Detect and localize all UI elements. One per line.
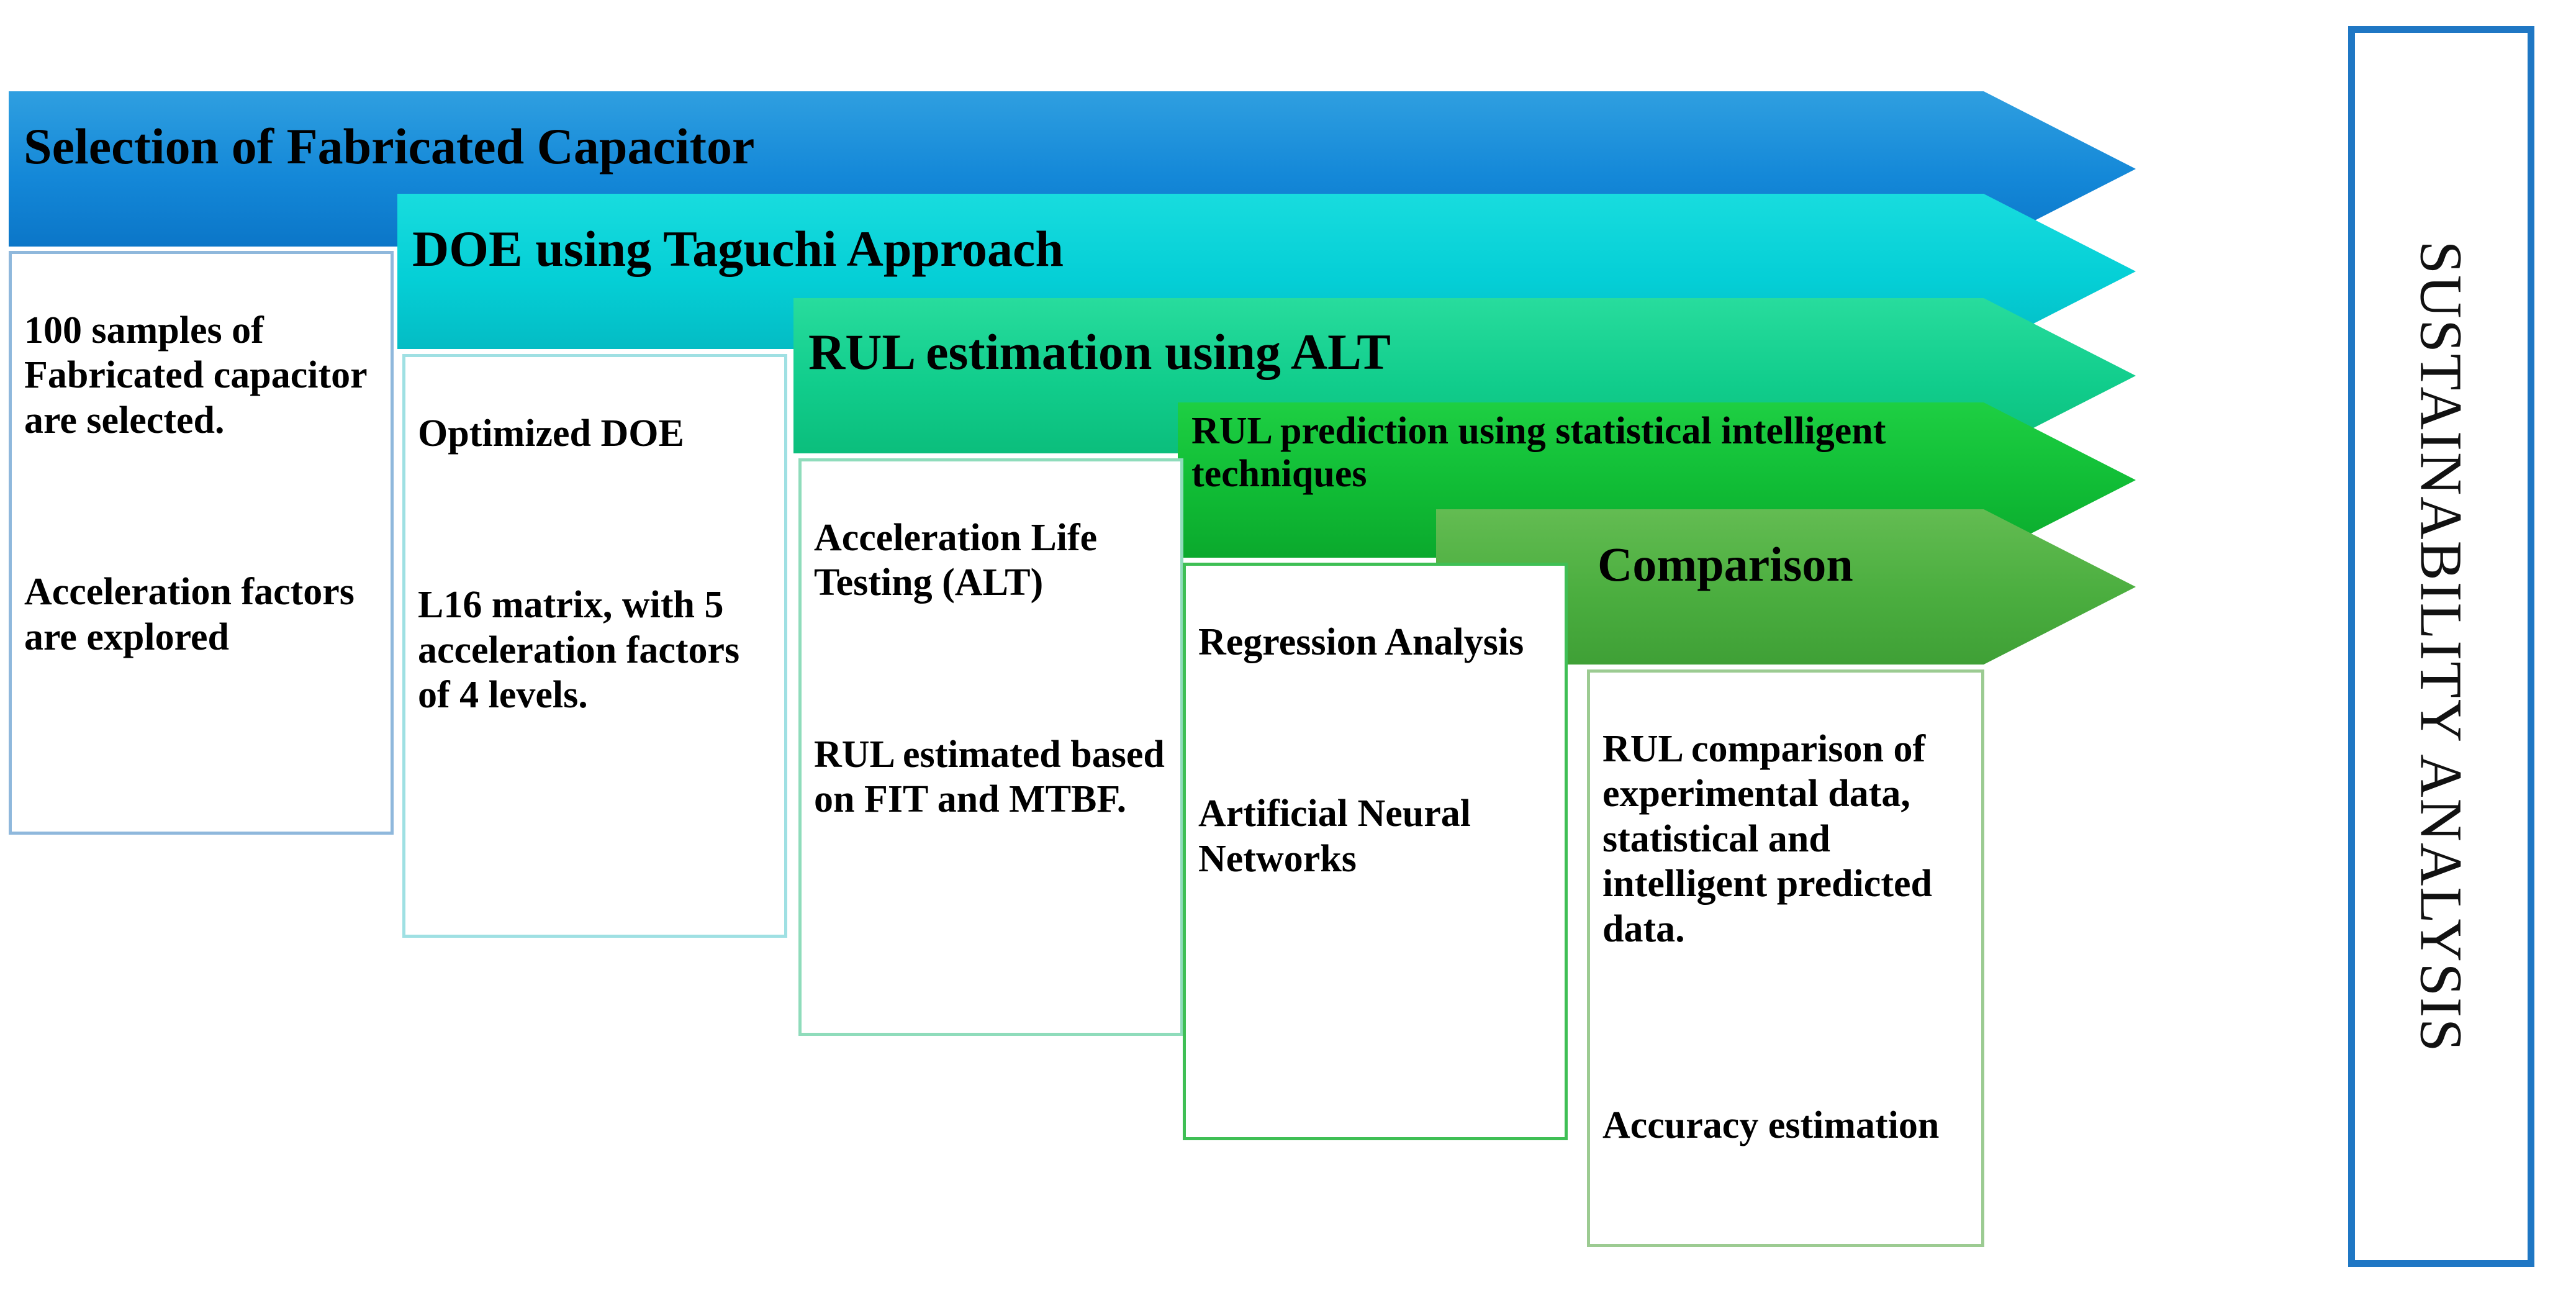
stage-3-band-label: RUL estimation using ALT [808,324,1391,380]
stage-1-detail-box[interactable]: 100 samples of Fabricated capacitor are … [9,251,394,835]
spacer [418,501,777,538]
stage-4-band-label: RUL prediction using statistical intelli… [1191,410,1886,496]
stage-1-detail-text: 100 samples of Fabricated capacitor are … [24,263,383,705]
stage-4-detail-box[interactable]: Regression Analysis Artificial Neural Ne… [1183,563,1568,1140]
spacer [1198,710,1557,746]
stage-3-detail-box[interactable]: Acceleration Life Testing (ALT) RUL esti… [798,458,1183,1036]
stage-4-detail-text: Regression Analysis Artificial Neural Ne… [1198,574,1557,927]
process-arrow-comparison[interactable]: Comparison [1436,509,2136,665]
stage-2-band-label: DOE using Taguchi Approach [412,220,1064,277]
stage-4-para-2: Artificial Neural Networks [1198,792,1471,880]
arrow-shape-5 [1436,509,2136,665]
stage-4-para-1: Regression Analysis [1198,620,1524,663]
stage-1-para-2: Acceleration factors are explored [24,571,355,658]
stage-5-detail-box[interactable]: RUL comparison of experimental data, sta… [1587,669,1984,1247]
sustainability-analysis-label: SUSTAINABILITY ANALYSIS [2408,240,2475,1053]
stage-2-para-2: L16 matrix, with 5 acceleration factors … [418,584,740,717]
stage-5-detail-text: RUL comparison of experimental data, sta… [1602,681,1974,1194]
sustainability-analysis-panel[interactable]: SUSTAINABILITY ANALYSIS [2348,26,2534,1267]
stage-5-para-1: RUL comparison of experimental data, sta… [1602,727,1932,950]
spacer [814,650,1173,687]
spacer [24,488,383,525]
spacer [1602,997,1974,1058]
stage-3-para-2: RUL estimated based on FIT and MTBF. [814,733,1165,821]
stage-2-para-1: Optimized DOE [418,412,684,455]
stage-2-detail-text: Optimized DOE L16 matrix, with 5 acceler… [418,366,777,763]
stage-5-para-2: Accuracy estimation [1602,1104,1940,1147]
stage-2-detail-box[interactable]: Optimized DOE L16 matrix, with 5 acceler… [402,354,787,938]
stage-3-para-1: Acceleration Life Testing (ALT) [814,516,1098,604]
stage-1-band-label: Selection of Fabricated Capacitor [24,118,755,175]
stage-3-detail-text: Acceleration Life Testing (ALT) RUL esti… [814,470,1173,867]
stage-5-band-label: Comparison [1598,537,1853,591]
stage-1-para-1: 100 samples of Fabricated capacitor are … [24,309,367,442]
